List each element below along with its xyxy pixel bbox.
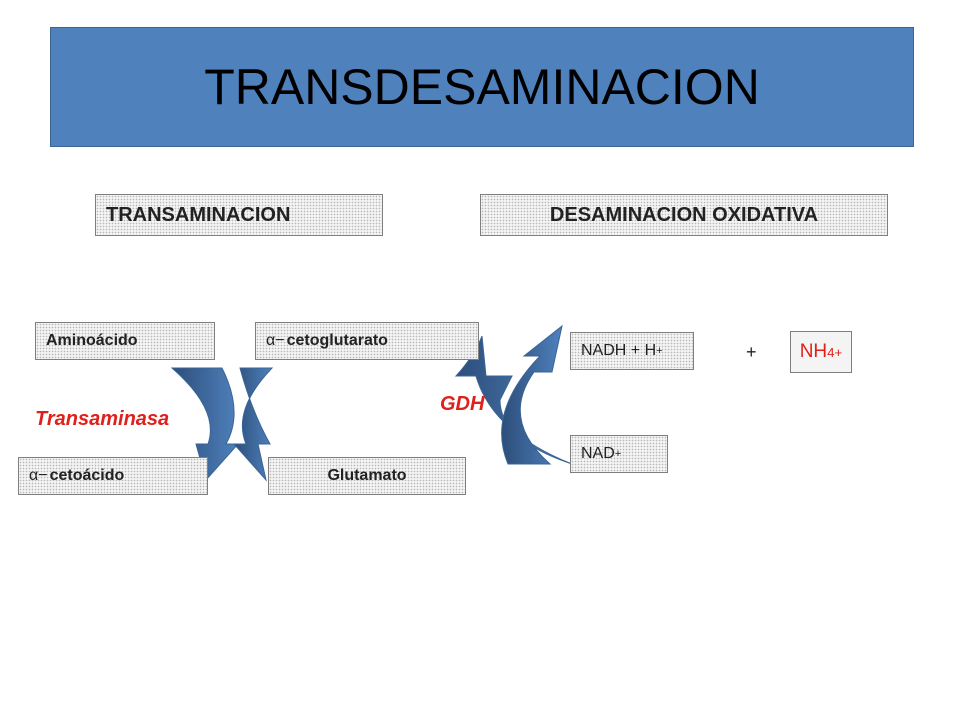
nad-to-nadh-arrow — [501, 324, 563, 465]
ammonium-label: NH — [799, 341, 828, 362]
oxidative-deamination-header: DESAMINACION OXIDATIVA — [480, 194, 888, 236]
alpha-symbol: α− — [29, 467, 48, 484]
glutamate-box: Glutamato — [268, 457, 466, 495]
nadh-label: NADH + H — [581, 342, 657, 359]
nad-charge: + — [614, 448, 622, 460]
transamination-header-label: TRANSAMINACION — [106, 203, 291, 226]
page-title: TRANSDESAMINACION — [204, 59, 760, 115]
ammonium-subscript: 4 — [827, 344, 835, 360]
alpha-symbol: α− — [266, 332, 285, 349]
glutamate-label: Glutamato — [327, 467, 407, 484]
ketoacid-box: α− cetoácido — [18, 457, 208, 495]
aminoacid-label: Aminoácido — [46, 332, 138, 349]
gdh-label: GDH — [440, 393, 485, 415]
nad-label: NAD — [581, 445, 615, 462]
transamination-header: TRANSAMINACION — [95, 194, 383, 236]
oxidative-deamination-header-label: DESAMINACION OXIDATIVA — [549, 203, 819, 226]
ketoglutarate-label: cetoglutarato — [286, 332, 388, 349]
nadh-charge: + — [656, 345, 663, 357]
title-banner: TRANSDESAMINACION — [50, 27, 914, 147]
nad-box: NAD+ — [570, 435, 668, 473]
ketoacid-label: cetoácido — [49, 467, 125, 484]
aminoacid-to-ketoacid-arrow — [170, 367, 240, 482]
plus-sign: + — [746, 342, 757, 362]
transaminase-label: Transaminasa — [35, 408, 170, 430]
ammonium-charge: + — [834, 344, 843, 360]
nadh-box: NADH + H+ — [570, 332, 694, 370]
aminoacid-box: Aminoácido — [35, 322, 215, 360]
ketoglutarate-to-glutamate-arrow — [232, 367, 274, 482]
ketoglutarate-box: α− cetoglutarato — [255, 322, 479, 360]
